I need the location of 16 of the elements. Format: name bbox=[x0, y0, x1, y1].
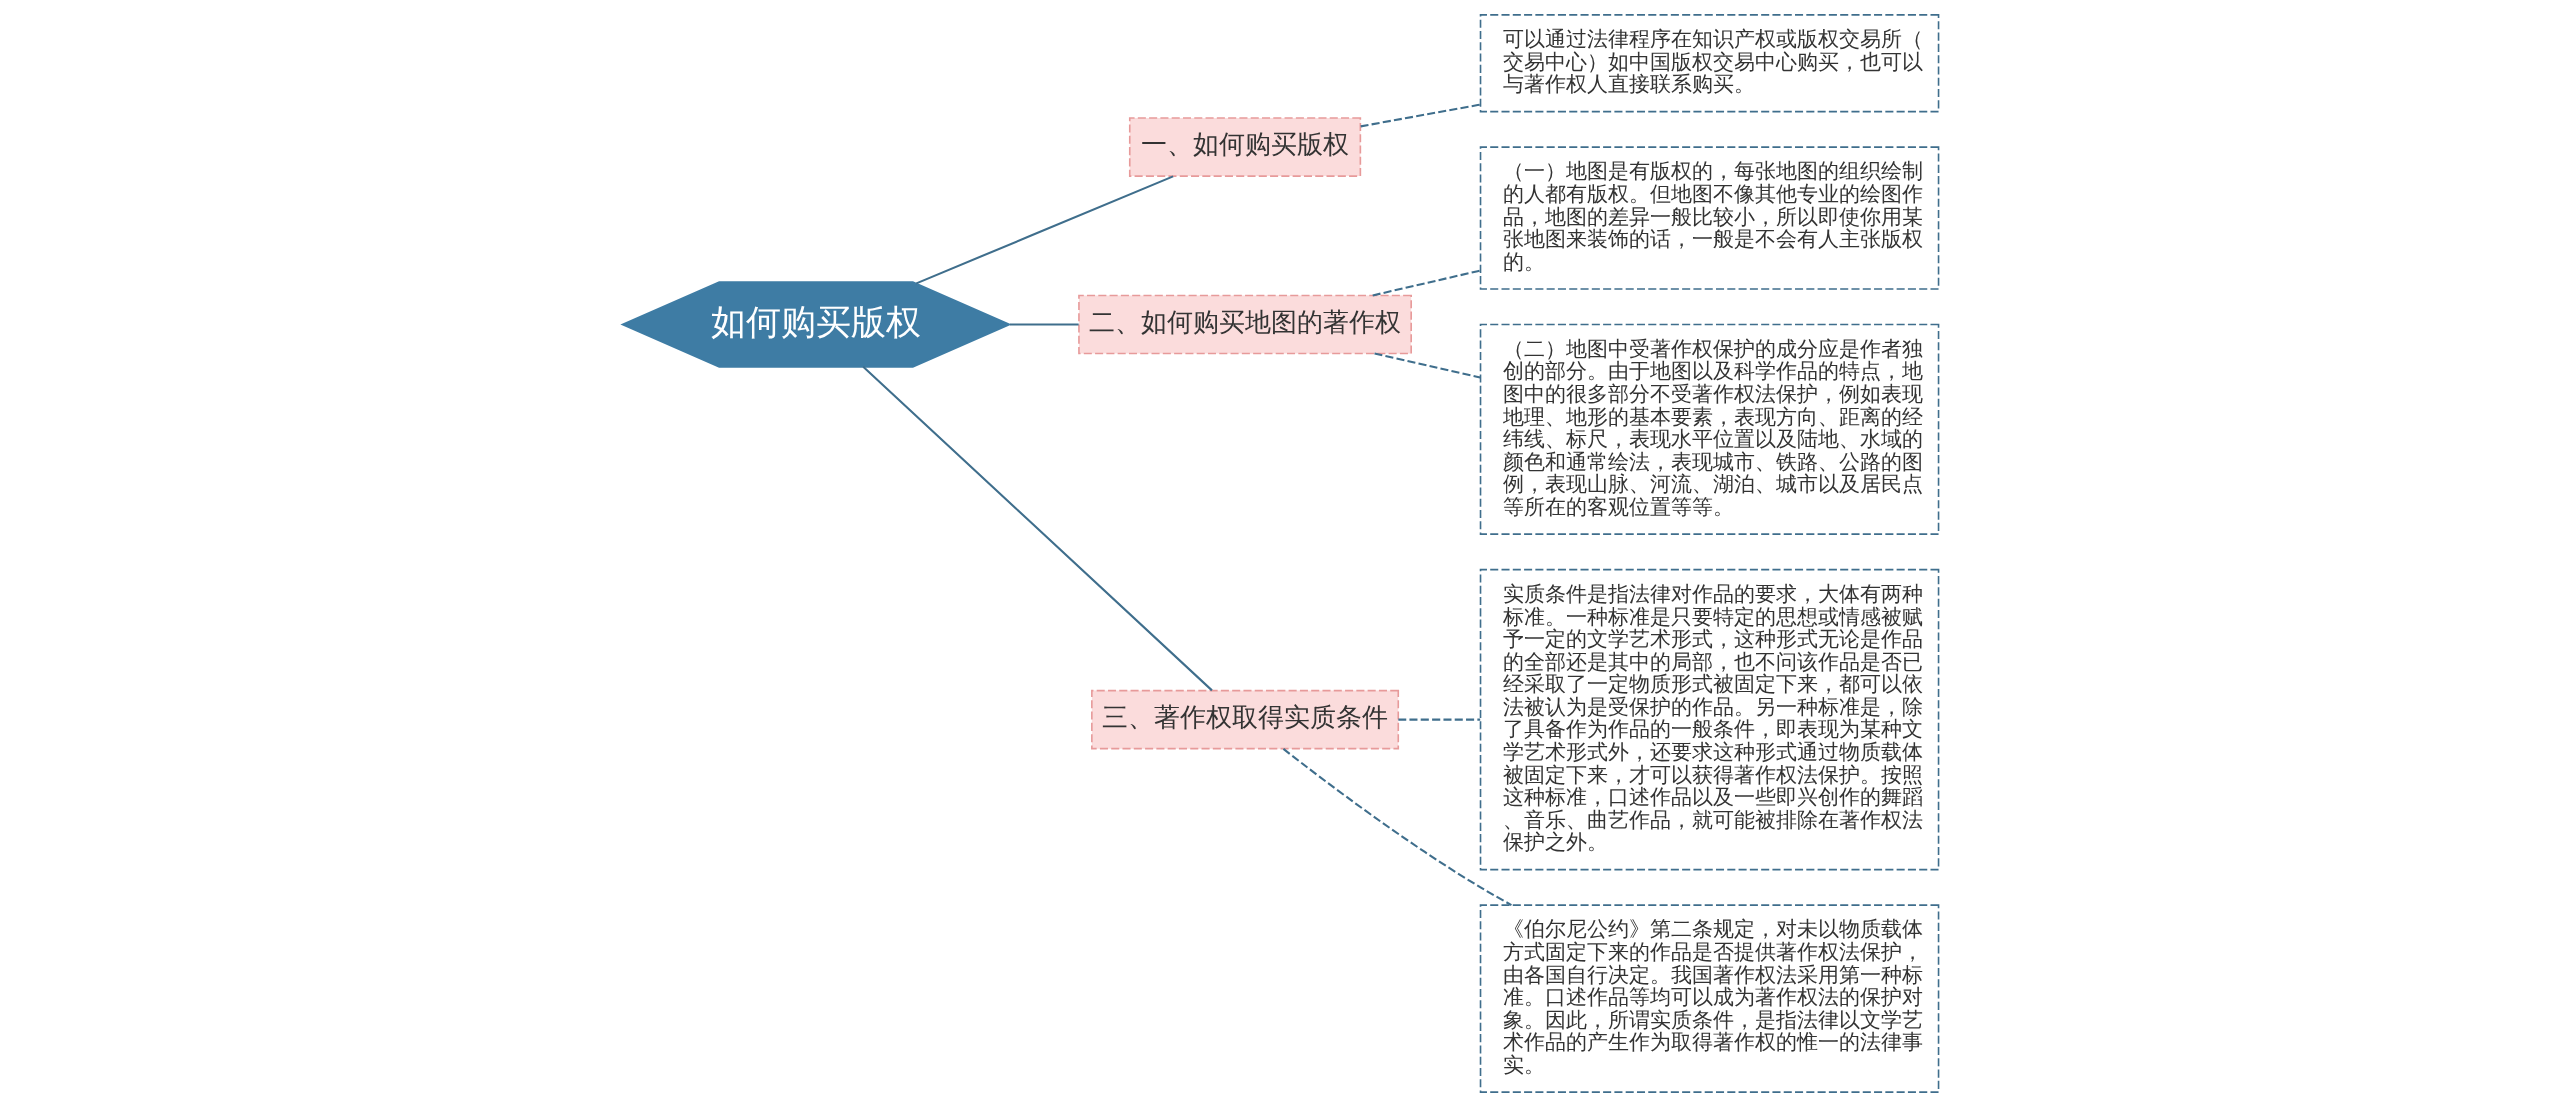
connector bbox=[862, 366, 1213, 692]
node-box: （一）地图是有版权的，每张地图的组织绘制的人都有版权。但地图不像其他专业的绘图作品，地图的差异一般比较小，所以即使你用某张地图来装饰的话，一般是不会有人主张版权的。 bbox=[1479, 146, 1939, 290]
connector bbox=[1009, 323, 1079, 326]
connector bbox=[1373, 352, 1480, 379]
node-box: （二）地图中受著作权保护的成分应是作者独创的部分。由于地图以及科学作品的特点，地图中的很多部分不受著作权法保护，例如表现地理、地形的基本要素，表现方向、距离的经纬线、标尺，表现水平位置以及陆地、水域的颜色和通常绘法，表现城市、铁路、公路的图例，表现山脉、河流、湖泊、城市以及居民点等所在的客观位置等等。 bbox=[1479, 323, 1939, 535]
node-box: 可以通过法律程序在知识产权或版权交易所（交易中心）如中国版权交易中心购买，也可以与著作权人直接联系购买。 bbox=[1479, 14, 1939, 113]
node-box: 一、如何购买版权 bbox=[1128, 117, 1361, 177]
connector bbox=[1360, 103, 1480, 128]
node-box: 三、著作权取得实质条件 bbox=[1090, 689, 1399, 750]
connector bbox=[1282, 748, 1512, 906]
connector bbox=[915, 175, 1174, 285]
node-box: 《伯尔尼公约》第二条规定，对未以物质载体方式固定下来的作品是否提供著作权法保护，由各国自行决定。我国著作权法采用第一种标准。口述作品等均可以成为著作权法的保护对象。因此，所谓实质条件，是指法律以文学艺术作品的产生作为取得著作权的惟一的法律事实。 bbox=[1479, 904, 1939, 1093]
node-box: 实质条件是指法律对作品的要求，大体有两种标准。一种标准是只要特定的思想或情感被赋予一定的文学艺术形式，这种形式无论是作品的全部还是其中的局部，也不问该作品是否已经采取了一定物质形式被固定下来，都可以依法被认为是受保护的作品。另一种标准是，除了具备作为作品的一般条件，即表现为某种文学艺术形式外，还要求这种形式通过物质载体被固定下来，才可以获得著作权法保护。按照这种标准，口述作品以及一些即兴创作的舞蹈、音乐、曲艺作品，就可能被排除在著作权法保护之外。 bbox=[1479, 568, 1939, 871]
connector bbox=[1397, 718, 1480, 721]
node-box: 二、如何购买地图的著作权 bbox=[1077, 294, 1412, 355]
connector bbox=[1371, 269, 1481, 297]
